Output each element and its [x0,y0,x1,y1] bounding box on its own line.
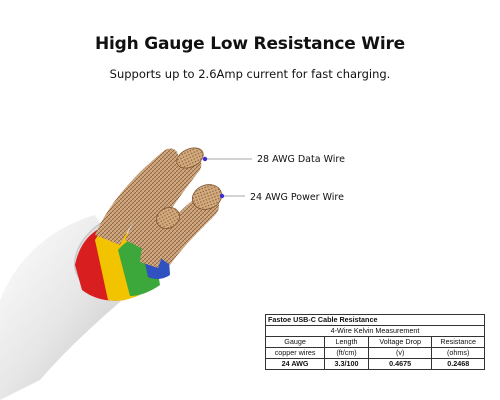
table-caption: Fastoe USB-C Cable Resistance [265,314,485,326]
table-unit-cell: copper wires [264,347,326,359]
page-title: High Gauge Low Resistance Wire [95,34,405,54]
table-method: 4-Wire Kelvin Measurement [265,325,485,337]
table-row: 24 AWG 3.3/100 0.4675 0.2468 [264,358,485,370]
table-unit-row: copper wires (ft/cm) (v) (ohms) [264,347,485,359]
table-caption-row: Fastoe USB-C Cable Resistance [265,314,485,326]
table-header-cell: Voltage Drop [367,336,433,348]
table-cell-gauge: 24 AWG [264,358,326,370]
copper-braids [95,148,220,268]
power-wire-label: 24 AWG Power Wire [250,192,344,203]
data-wire-label: 28 AWG Data Wire [257,154,345,165]
page-subtitle: Supports up to 2.6Amp current for fast c… [109,67,391,81]
table-header-cell: Resistance [431,336,485,348]
resistance-table: Fastoe USB-C Cable Resistance 4-Wire Kel… [264,314,485,370]
conductor-ends [156,147,223,229]
table-unit-cell: (ohms) [431,347,485,359]
table-cell-length: 3.3/100 [324,358,369,370]
callout-pointers [202,156,252,199]
table-header-row: Gauge Length Voltage Drop Resistance [264,336,485,348]
table-unit-cell: (v) [367,347,433,359]
table-header-cell: Gauge [264,336,326,348]
table-cell-resistance: 0.2468 [431,358,485,370]
table-unit-cell: (ft/cm) [324,347,369,359]
table-cell-voltage: 0.4675 [367,358,433,370]
table-method-row: 4-Wire Kelvin Measurement [265,325,485,337]
table-header-cell: Length [324,336,369,348]
